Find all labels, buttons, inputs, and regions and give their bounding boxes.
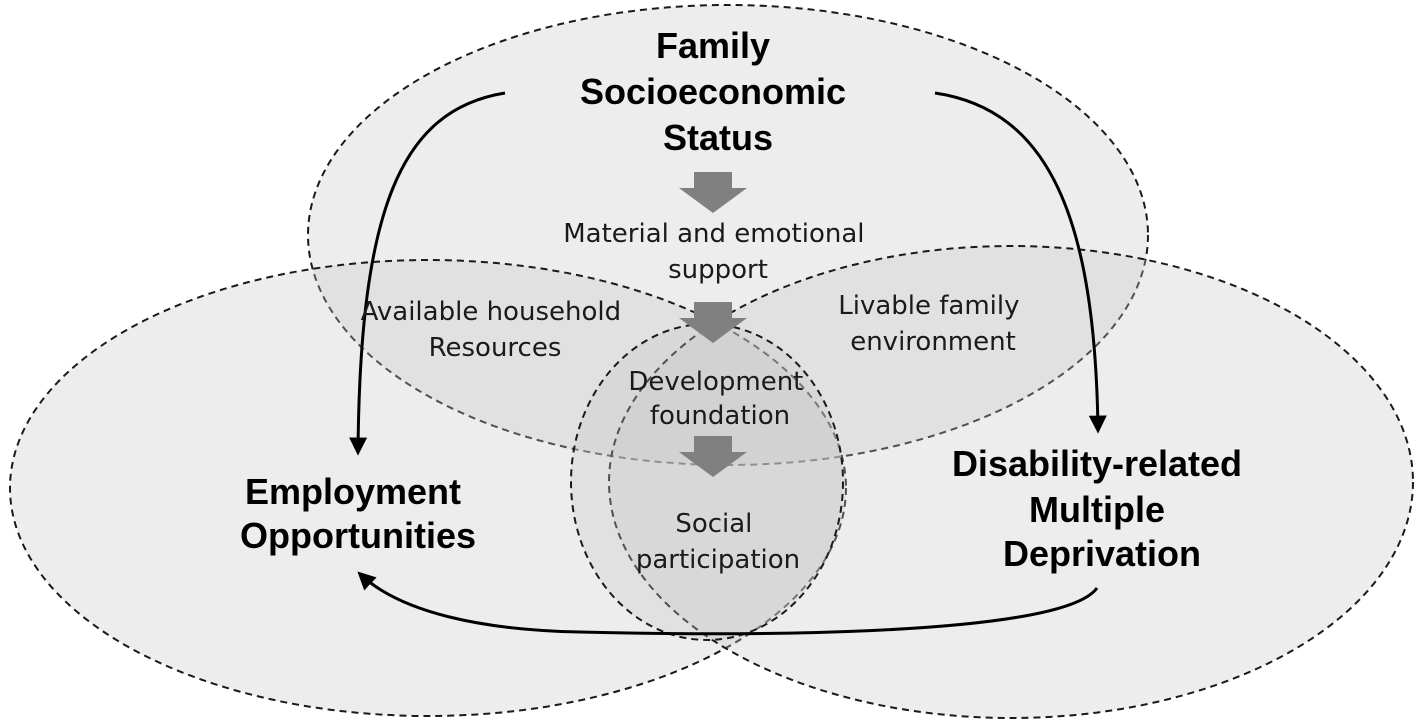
flow-arrow-1 xyxy=(679,172,747,213)
curve-family-to-employment xyxy=(349,91,506,456)
disability-ellipse xyxy=(608,245,1414,719)
flow-arrow-3 xyxy=(679,436,747,477)
development-foundation-label: Development foundation xyxy=(628,367,811,431)
curve-disability-to-employment xyxy=(357,571,1099,636)
curve-family-to-disability xyxy=(934,91,1107,434)
household-resources-label: Available household Resources xyxy=(361,297,630,363)
center-circle xyxy=(570,323,844,641)
family-ses-title: Family Socioeconomic Status xyxy=(580,25,856,158)
disability-title: Disability-related Multiple Deprivation xyxy=(952,443,1252,574)
social-participation-label: Social participation xyxy=(636,509,800,575)
livable-environment-label: Livable family environment xyxy=(838,291,1028,357)
employment-ellipse xyxy=(9,259,847,717)
flow-arrow-2 xyxy=(679,302,747,343)
material-support-label: Material and emotional support xyxy=(563,219,873,285)
employment-title: Employment Opportunities xyxy=(240,471,476,556)
